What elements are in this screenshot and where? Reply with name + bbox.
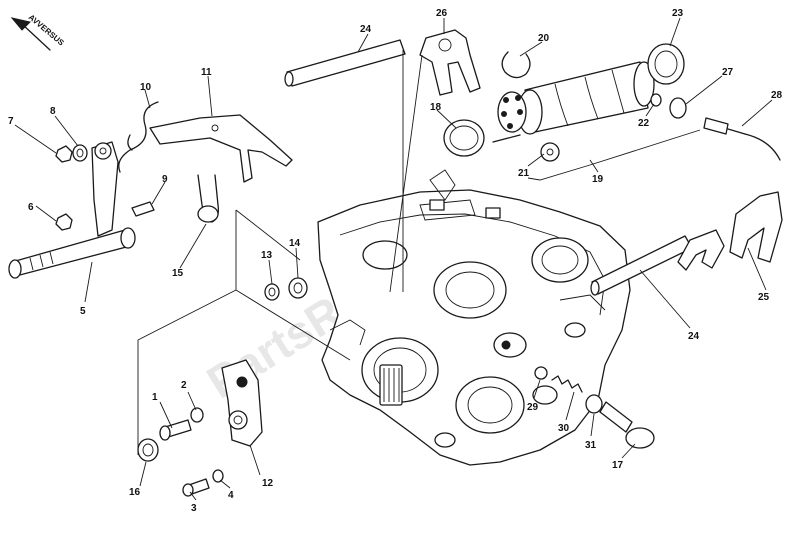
washer-13 xyxy=(264,283,280,301)
callout-14: 14 xyxy=(289,238,301,249)
callout-7: 7 xyxy=(8,116,14,127)
callout-16: 16 xyxy=(129,487,141,498)
callout-17: 17 xyxy=(612,460,624,471)
callout-22: 22 xyxy=(638,118,650,129)
washer-27 xyxy=(669,97,687,119)
seal-16 xyxy=(137,438,159,462)
shift-fork-26 xyxy=(419,29,481,96)
bolt-1 xyxy=(159,419,192,441)
callout-4: 4 xyxy=(228,490,234,501)
pin-9 xyxy=(131,201,155,217)
bearing-ring-23 xyxy=(647,43,685,85)
callout-25: 25 xyxy=(758,292,770,303)
callout-29: 29 xyxy=(527,402,539,413)
selector-pawl-11 xyxy=(149,114,293,183)
washer-2 xyxy=(190,407,204,423)
spring-10 xyxy=(118,101,159,173)
callout-13: 13 xyxy=(261,250,273,261)
callout-20: 20 xyxy=(538,33,550,44)
callout-24-upper: 24 xyxy=(360,24,372,35)
callout-23: 23 xyxy=(672,8,684,19)
callout-6: 6 xyxy=(28,202,34,213)
callout-12: 12 xyxy=(262,478,274,489)
leader-lines xyxy=(14,17,773,501)
callout-8: 8 xyxy=(50,106,56,117)
callout-15: 15 xyxy=(172,268,184,279)
direction-label: AVVERSUS xyxy=(27,13,67,48)
washer-8 xyxy=(72,144,88,162)
callout-21: 21 xyxy=(518,168,530,179)
spring-30 xyxy=(551,375,583,393)
callout-30: 30 xyxy=(558,423,570,434)
washer-4 xyxy=(212,469,224,483)
direction-arrow-icon xyxy=(10,17,51,51)
callout-31: 31 xyxy=(585,440,597,451)
callout-24-lower: 24 xyxy=(688,331,700,342)
group-bracket xyxy=(137,210,351,455)
fork-shaft-upper xyxy=(284,39,406,87)
plug-bolt-17 xyxy=(599,401,655,449)
washer-31 xyxy=(585,394,603,414)
pinion-gear xyxy=(379,364,403,406)
spring-15 xyxy=(197,174,220,223)
shift-lever-arm xyxy=(91,141,119,237)
star-gear-icon xyxy=(540,142,560,162)
circlip-20 xyxy=(501,51,531,79)
callout-28: 28 xyxy=(771,90,783,101)
bearing-ring-18 xyxy=(443,119,485,157)
selector-drum xyxy=(492,61,655,143)
nut-7 xyxy=(55,145,73,163)
crankcase xyxy=(317,169,631,466)
detent-plate-12 xyxy=(221,359,263,447)
shift-fork-25a xyxy=(677,229,725,271)
callout-27: 27 xyxy=(722,67,734,78)
callout-9: 9 xyxy=(162,174,168,185)
callout-26: 26 xyxy=(436,8,448,19)
callout-18: 18 xyxy=(430,102,442,113)
neutral-sensor-28 xyxy=(703,117,781,161)
nut-6 xyxy=(55,213,73,231)
callout-11: 11 xyxy=(201,67,212,78)
bolt-3 xyxy=(182,478,210,497)
guide-lines xyxy=(235,50,701,293)
washer-14 xyxy=(288,277,308,299)
washer-22 xyxy=(650,93,662,107)
shift-fork-25b xyxy=(729,191,783,263)
callout-10: 10 xyxy=(140,82,152,93)
callout-1: 1 xyxy=(152,392,158,403)
callout-3: 3 xyxy=(191,503,197,514)
shift-shaft-5 xyxy=(8,227,136,279)
ball-29 xyxy=(534,366,548,380)
callout-labels: 1 2 3 4 5 6 7 8 9 10 11 12 13 14 15 16 1… xyxy=(8,8,783,514)
callout-5: 5 xyxy=(80,306,86,317)
callout-2: 2 xyxy=(181,380,187,391)
callout-19: 19 xyxy=(592,174,604,185)
